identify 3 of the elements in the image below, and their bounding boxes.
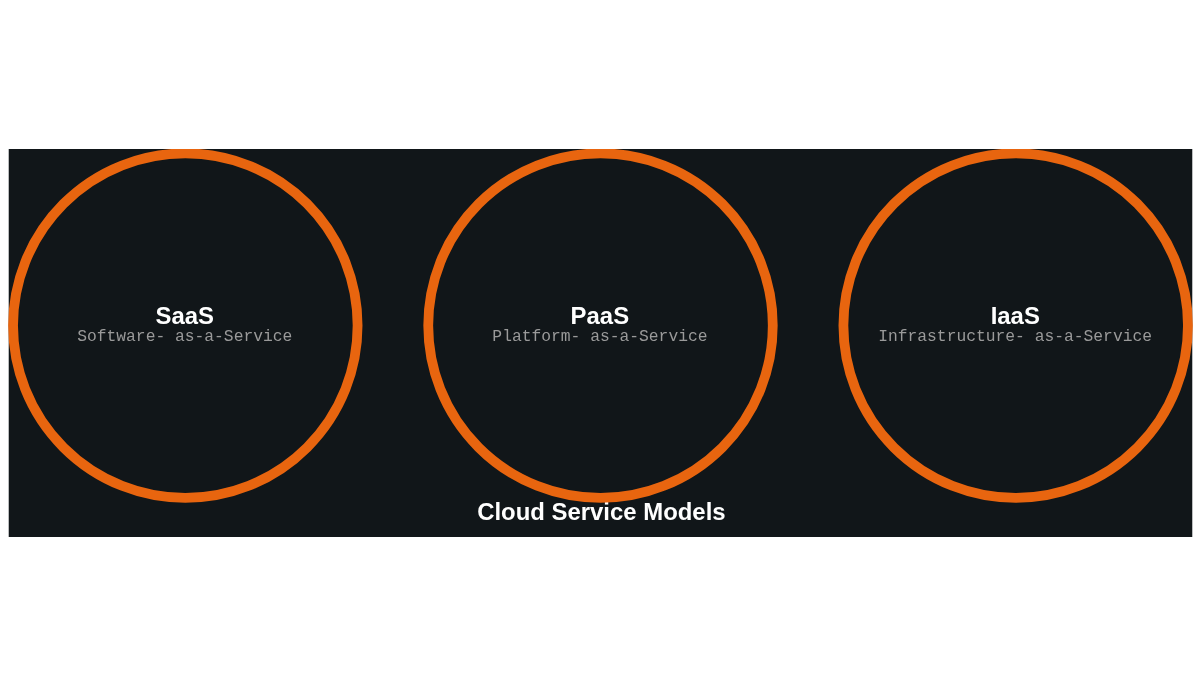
node-circle: SaaS Software- as-a-Service	[8, 149, 363, 503]
node-circle: IaaS Infrastructure- as-a-Service	[838, 149, 1193, 503]
node-circle: PaaS Platform- as-a-Service	[423, 149, 778, 503]
